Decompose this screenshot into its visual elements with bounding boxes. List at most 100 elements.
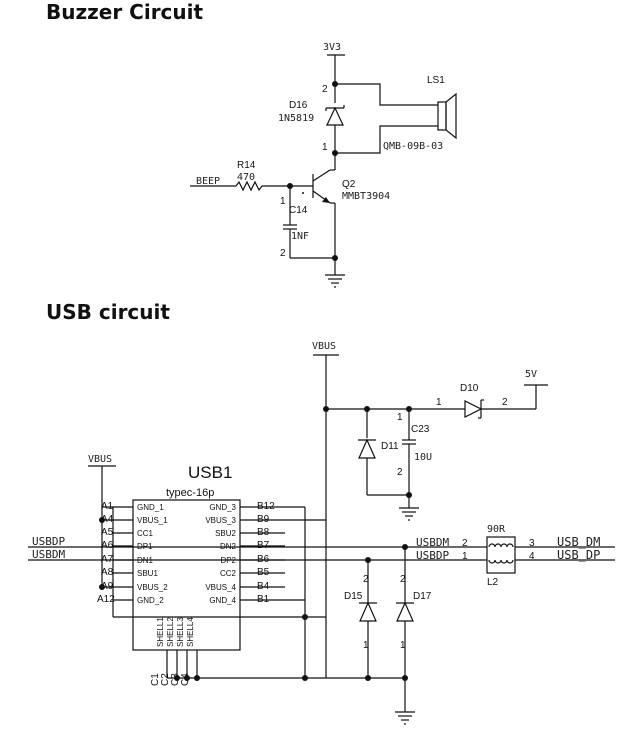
usb1-pin-b5: B5 <box>257 567 270 578</box>
dot-mark <box>302 192 304 194</box>
usb1-pin-b12: B12 <box>257 501 275 512</box>
d16-diode <box>325 105 345 155</box>
d16-pin-bottom: 1 <box>322 142 328 153</box>
c23-value: 10U <box>414 452 432 463</box>
net-usbdm-left: USBDM <box>32 548 65 561</box>
usb1-name-shell4: SHELL4 <box>186 617 195 647</box>
net-usb-dp: USB_DP <box>557 548 600 562</box>
l2-body <box>486 536 516 574</box>
r14-ref: R14 <box>237 160 256 171</box>
usb1-pin-a5: A5 <box>101 527 114 538</box>
usb1-pin-a8: A8 <box>101 567 114 578</box>
ground-icon <box>395 711 415 725</box>
usb1-pin-b8: B8 <box>257 527 270 538</box>
usb1-pin-a4: A4 <box>101 514 114 525</box>
d10-pin2: 2 <box>502 397 508 408</box>
usb1-name-vbus1: VBUS_1 <box>137 516 168 525</box>
usb1-name-vbus3: VBUS_3 <box>205 516 236 525</box>
d10-pin1: 1 <box>436 397 442 408</box>
d15-diode <box>359 601 377 622</box>
usb-heading: USB circuit <box>46 300 170 324</box>
c14-ref: C14 <box>289 205 308 216</box>
c23-pin1: 1 <box>397 412 403 423</box>
usb1-pin-a9: A9 <box>101 581 114 592</box>
ls1-ref: LS1 <box>427 75 445 86</box>
usb1-pin-b1: B1 <box>257 594 270 605</box>
q2-value: MMBT3904 <box>342 191 390 202</box>
usb1-name-shell2: SHELL2 <box>166 617 175 647</box>
junction-shell-2 <box>174 675 180 681</box>
supply-5v-label: 5V <box>525 369 537 380</box>
l2-pin2: 2 <box>462 538 468 549</box>
usb1-pin-c4: C4 <box>180 673 191 686</box>
usb1-name-sbu2: SBU2 <box>215 529 236 538</box>
d11-ref: D11 <box>381 441 399 452</box>
junction-gnd-top <box>406 492 412 498</box>
usb1-pin-c2: C2 <box>160 673 171 686</box>
junction-shell-3 <box>184 675 190 681</box>
c14-pin-top: 1 <box>280 196 286 207</box>
d11-diode <box>358 438 376 459</box>
d17-diode <box>396 601 414 622</box>
usb-circuit: VBUS D10 1 2 5V D11 C <box>28 341 615 725</box>
usb1-name-vbus4: VBUS_4 <box>205 583 236 592</box>
usb1-type: typec-16p <box>166 487 214 499</box>
vbus-left-label: VBUS <box>88 454 112 465</box>
ground-icon <box>325 274 345 288</box>
buzzer-circuit: 3V3 2 D16 1N5819 1 LS1 QMB-09B-03 BEEP <box>190 42 457 288</box>
usb1-ref: USB1 <box>188 463 232 482</box>
l2-pin4: 4 <box>529 551 535 562</box>
net-usbdm-mid: USBDM <box>416 536 449 549</box>
ls1-speaker-icon <box>437 92 457 140</box>
usb1-name-sbu1: SBU1 <box>137 569 158 578</box>
d16-value: 1N5819 <box>278 113 314 124</box>
q2-transistor <box>312 155 336 258</box>
d17-ref: D17 <box>413 591 432 602</box>
c14-pin-bottom: 2 <box>280 248 286 259</box>
usb1-pin-a12: A12 <box>97 594 115 605</box>
usb1-pin-c1: C1 <box>150 673 161 686</box>
q2-ref: Q2 <box>342 179 356 190</box>
usb1-shell-pins <box>166 650 198 678</box>
d10-ref: D10 <box>460 383 479 394</box>
junction-shell-4 <box>194 675 200 681</box>
d17-pin-top: 2 <box>400 574 406 585</box>
supply-3v3-label: 3V3 <box>323 42 341 53</box>
usb1-pin-a6: A6 <box>101 540 114 551</box>
usb1-name-cc2: CC2 <box>220 569 237 578</box>
net-usb-dm: USB_DM <box>557 535 600 549</box>
usb1-pin-c3: C3 <box>170 673 181 686</box>
usb1-name-vbus2: VBUS_2 <box>137 583 168 592</box>
ground-icon <box>399 507 419 521</box>
ls1-value: QMB-09B-03 <box>383 141 443 152</box>
r14-value: 470 <box>237 172 255 183</box>
l2-ref: L2 <box>487 577 499 588</box>
l2-pin1: 1 <box>462 551 468 562</box>
wire-ls1-top <box>335 83 438 106</box>
d15-pin-bottom: 1 <box>363 640 369 651</box>
usb1-name-gnd4: GND_4 <box>209 596 236 605</box>
usb1-name-cc1: CC1 <box>137 529 154 538</box>
vbus-top-label: VBUS <box>312 341 336 352</box>
r14-resistor <box>235 180 263 192</box>
c14-value: 1NF <box>291 231 309 242</box>
usb1-pin-a1: A1 <box>101 501 114 512</box>
net-usbdp-mid: USBDP <box>416 549 449 562</box>
usb1-pin-b7: B7 <box>257 540 270 551</box>
usb1-name-gnd1: GND_1 <box>137 503 164 512</box>
junction-gnd-bottom-2 <box>365 675 371 681</box>
d16-ref: D16 <box>289 100 308 111</box>
d15-ref: D15 <box>344 591 363 602</box>
beep-net-label: BEEP <box>196 176 220 187</box>
usb1-name-gnd2: GND_2 <box>137 596 164 605</box>
net-usbdp-left: USBDP <box>32 535 65 548</box>
usb1-name-shell3: SHELL3 <box>176 617 185 647</box>
d15-pin-top: 2 <box>363 574 369 585</box>
usb1-pin-b4: B4 <box>257 581 270 592</box>
buzzer-heading: Buzzer Circuit <box>46 0 204 24</box>
l2-value: 90R <box>487 524 506 535</box>
wire-ls1-bottom <box>335 125 438 154</box>
d16-pin-top: 2 <box>322 84 328 95</box>
usb1-name-gnd3: GND_3 <box>209 503 236 512</box>
usb1-name-shell1: SHELL1 <box>156 617 165 647</box>
